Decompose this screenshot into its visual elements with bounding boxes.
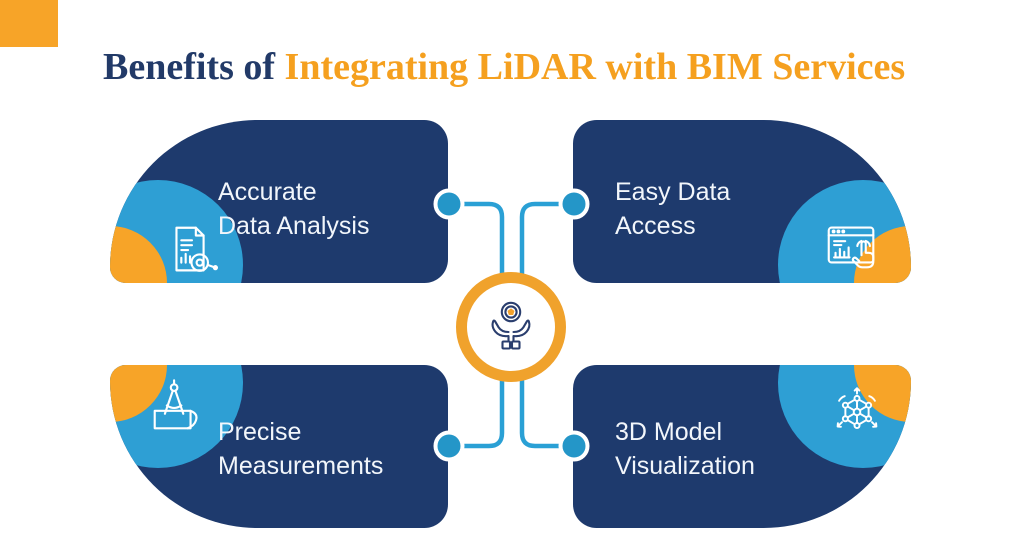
card-label-line1: Precise: [218, 418, 302, 446]
center-medallion: [456, 272, 566, 382]
card-label-line1: 3D Model: [615, 418, 722, 446]
title-prefix: Benefits of: [103, 46, 285, 88]
document-analysis-icon: [160, 220, 222, 282]
3d-network-icon: [826, 380, 888, 442]
hands-gear-icon: [491, 301, 531, 350]
card-label-line2: Access: [615, 212, 696, 240]
card-label-line2: Measurements: [218, 452, 384, 480]
card-label-line2: Visualization: [615, 452, 755, 480]
card-easy-data-access: Easy Data Access: [573, 120, 911, 283]
card-label-line2: Data Analysis: [218, 212, 370, 240]
data-access-touch-icon: [821, 215, 883, 277]
card-label: Precise Measurements: [218, 415, 383, 483]
card-precise-measurements: Precise Measurements: [110, 365, 448, 528]
card-label-line1: Accurate: [218, 178, 317, 206]
page-title: Benefits of Integrating LiDAR with BIM S…: [103, 44, 905, 91]
compass-blueprint-icon: [146, 375, 208, 437]
card-label-line1: Easy Data: [615, 178, 731, 206]
card-accurate-data-analysis: Accurate Data Analysis: [110, 120, 448, 283]
card-3d-model-visualization: 3D Model Visualization: [573, 365, 911, 528]
title-accent-bar: [0, 0, 58, 47]
card-label: Accurate Data Analysis: [218, 175, 369, 243]
title-highlight: Integrating LiDAR with BIM Services: [284, 46, 906, 88]
card-label: Easy Data Access: [615, 175, 730, 243]
card-label: 3D Model Visualization: [615, 415, 755, 483]
